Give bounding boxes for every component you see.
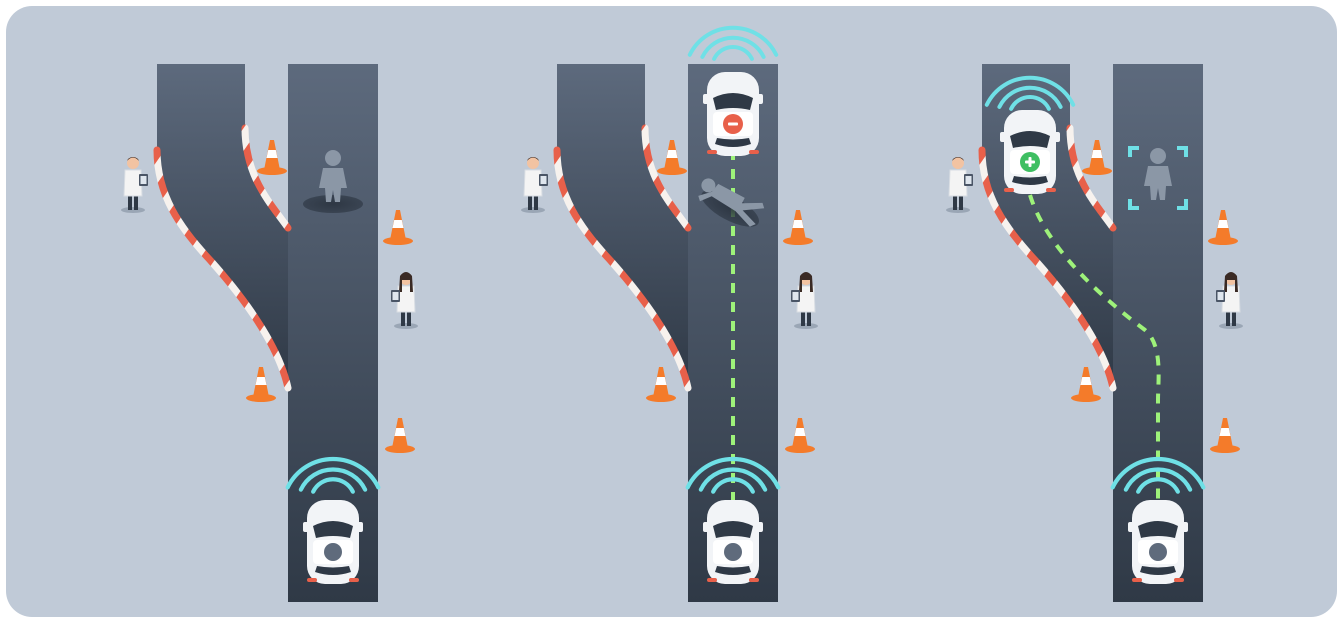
car-topview-icon bbox=[703, 500, 763, 584]
car-topview-icon bbox=[1128, 500, 1188, 584]
plus-circle-icon bbox=[1020, 152, 1040, 172]
car-topview-icon bbox=[303, 500, 363, 584]
car-topview-icon bbox=[1000, 110, 1060, 194]
minus-circle-icon bbox=[723, 114, 743, 134]
car-topview-icon bbox=[703, 72, 763, 156]
